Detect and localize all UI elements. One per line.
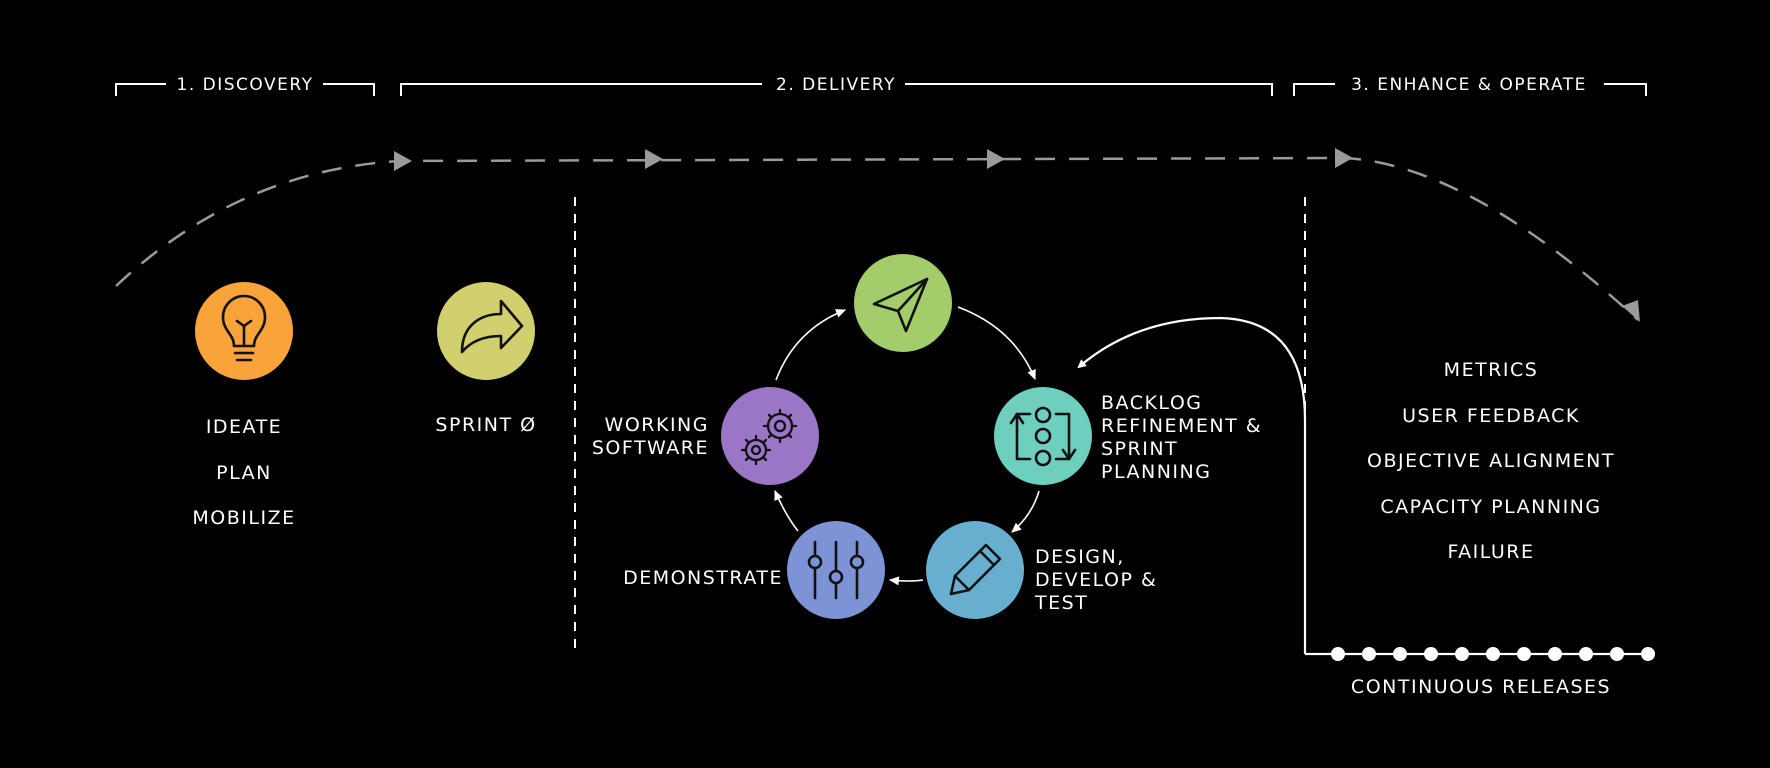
timeline-arrow-2 bbox=[645, 149, 663, 169]
feedback-loop-arrow bbox=[1077, 316, 1307, 654]
design-label: DESIGN, DEVELOP & TEST bbox=[1034, 546, 1157, 614]
phase-label-enhance-operate: 3. ENHANCE & OPERATE bbox=[1351, 75, 1587, 95]
sprint-zero-circle bbox=[437, 282, 535, 380]
cycle-arrows bbox=[774, 306, 1040, 586]
design-node bbox=[926, 521, 1024, 619]
sprint-zero-label: SPRINT Ø bbox=[435, 414, 536, 436]
design-circle bbox=[926, 521, 1024, 619]
cycle-arrow-launch-to-backlog bbox=[957, 306, 1036, 381]
gears-icon bbox=[740, 408, 798, 466]
discovery-item-mobilize: MOBILIZE bbox=[192, 507, 295, 529]
phase-bracket-delivery bbox=[400, 83, 1273, 96]
release-dot bbox=[1393, 647, 1407, 661]
sliders-icon bbox=[807, 540, 865, 600]
release-dot bbox=[1641, 647, 1655, 661]
operate-item-capacity-planning: CAPACITY PLANNING bbox=[1380, 496, 1601, 518]
phase-bracket-enhance-operate bbox=[1293, 83, 1647, 96]
forward-arrow-icon bbox=[460, 299, 524, 354]
cycle-arrow-backlog-to-design bbox=[1011, 490, 1040, 533]
timeline-arrow-end bbox=[1622, 300, 1640, 322]
launch-circle bbox=[854, 254, 952, 352]
cycle-arrow-demonstrate-to-working bbox=[774, 489, 799, 532]
release-dot bbox=[1579, 647, 1593, 661]
design-label-line-2: DEVELOP & bbox=[1035, 569, 1157, 591]
operate-item-metrics: METRICS bbox=[1444, 359, 1539, 381]
lightbulb-icon bbox=[221, 294, 267, 362]
working-node bbox=[721, 387, 819, 485]
release-dot bbox=[1517, 647, 1531, 661]
backlog-node bbox=[994, 387, 1092, 485]
paper-plane-icon bbox=[872, 277, 929, 333]
backlog-flow-icon bbox=[1009, 406, 1077, 467]
design-label-line-3: TEST bbox=[1034, 592, 1088, 614]
release-dots bbox=[1331, 647, 1655, 661]
phase-bracket-discovery bbox=[115, 83, 375, 96]
working-label-line-1: WORKING bbox=[605, 414, 709, 436]
working-label-line-2: SOFTWARE bbox=[592, 437, 709, 459]
working-label: WORKING SOFTWARE bbox=[592, 414, 709, 459]
design-label-line-1: DESIGN, bbox=[1035, 546, 1125, 568]
backlog-label-line-3: SPRINT bbox=[1101, 438, 1178, 460]
timeline-arrow-4 bbox=[1335, 148, 1353, 168]
phase-label-delivery: 2. DELIVERY bbox=[776, 75, 896, 95]
discovery-item-plan: PLAN bbox=[216, 462, 272, 484]
timeline-arrow-1 bbox=[394, 151, 412, 171]
cycle-arrow-working-to-launch bbox=[775, 309, 847, 381]
backlog-circle bbox=[994, 387, 1092, 485]
pencil-icon bbox=[949, 543, 1002, 596]
release-dot bbox=[1362, 647, 1376, 661]
demonstrate-label: DEMONSTRATE bbox=[623, 567, 783, 589]
demonstrate-node bbox=[787, 521, 885, 619]
timeline-arrow-3 bbox=[987, 149, 1005, 169]
launch-node bbox=[854, 254, 952, 352]
timeline-arrowheads bbox=[394, 148, 1640, 322]
backlog-label-line-2: REFINEMENT & bbox=[1101, 415, 1262, 437]
release-dot bbox=[1486, 647, 1500, 661]
release-dot bbox=[1331, 647, 1345, 661]
release-dot bbox=[1610, 647, 1624, 661]
backlog-label-line-4: PLANNING bbox=[1101, 461, 1211, 483]
release-dot bbox=[1548, 647, 1562, 661]
discovery-item-ideate: IDEATE bbox=[206, 416, 282, 438]
backlog-label: BACKLOG REFINEMENT & SPRINT PLANNING bbox=[1101, 392, 1262, 483]
backlog-label-line-1: BACKLOG bbox=[1101, 392, 1203, 414]
cycle-arrow-design-to-demonstrate bbox=[888, 576, 924, 586]
release-dot bbox=[1424, 647, 1438, 661]
release-dot bbox=[1455, 647, 1469, 661]
phase-label-discovery: 1. DISCOVERY bbox=[177, 75, 314, 95]
operate-item-user-feedback: USER FEEDBACK bbox=[1402, 405, 1580, 427]
operate-item-failure: FAILURE bbox=[1447, 541, 1534, 563]
continuous-releases-label: CONTINUOUS RELEASES bbox=[1351, 676, 1611, 698]
ideate-node bbox=[195, 282, 293, 380]
operate-item-objective-alignment: OBJECTIVE ALIGNMENT bbox=[1367, 450, 1615, 472]
sprint-zero-node bbox=[437, 282, 535, 380]
